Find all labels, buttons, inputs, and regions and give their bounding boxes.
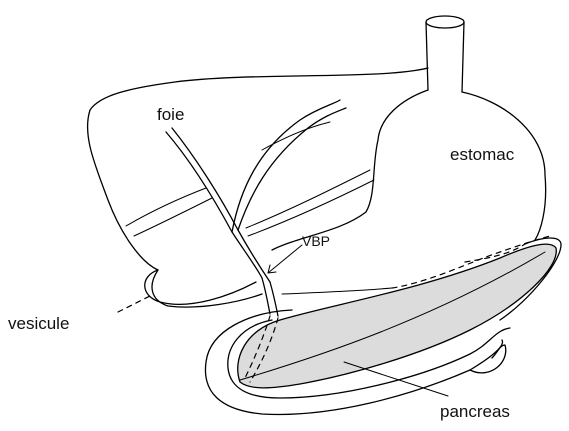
esophagus xyxy=(426,16,464,92)
liver-lower-edge xyxy=(282,288,392,294)
label-vesicule: vesicule xyxy=(8,314,69,333)
vesicule-pointer xyxy=(118,296,150,312)
vbp-duct-right xyxy=(270,282,278,316)
label-estomac: estomac xyxy=(450,145,515,164)
gallbladder xyxy=(145,270,256,304)
stomach xyxy=(272,90,546,250)
label-vbp: VBP xyxy=(302,233,330,249)
bile-ducts xyxy=(126,100,374,282)
pancreas-pointer xyxy=(344,362,448,396)
vbp-duct xyxy=(262,278,270,314)
label-foie: foie xyxy=(157,105,184,124)
label-pancreas: pancreas xyxy=(440,402,510,421)
